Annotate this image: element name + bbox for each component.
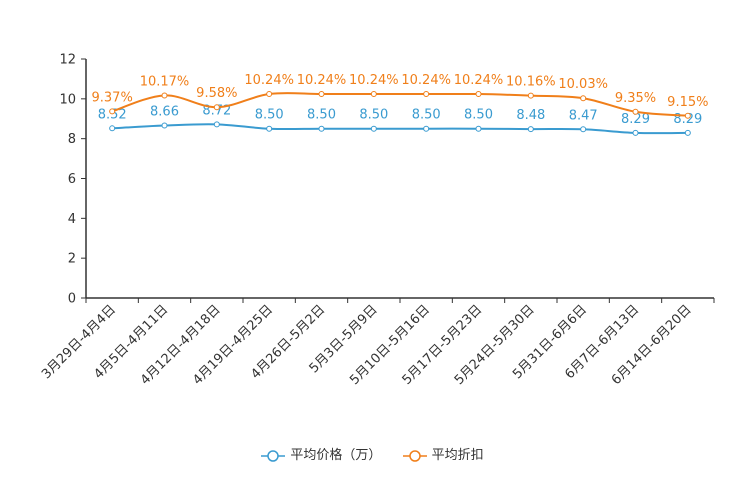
- data-label-price: 8.29: [621, 112, 650, 127]
- data-label-price: 8.50: [255, 108, 284, 123]
- data-point-discount[interactable]: [423, 91, 430, 98]
- data-label-price: 8.50: [412, 108, 441, 123]
- data-point-discount[interactable]: [632, 108, 639, 115]
- data-point-price[interactable]: [475, 125, 482, 132]
- legend-marker-price: [261, 449, 286, 462]
- data-label-discount: 10.24%: [454, 73, 504, 88]
- data-point-discount[interactable]: [475, 91, 482, 98]
- data-label-price: 8.66: [150, 105, 179, 120]
- data-point-price[interactable]: [684, 129, 691, 136]
- data-label-discount: 10.24%: [244, 73, 294, 88]
- series-line-price: [112, 123, 688, 135]
- data-label-price: 8.47: [569, 108, 598, 123]
- data-point-discount[interactable]: [109, 108, 116, 115]
- data-point-price[interactable]: [580, 126, 587, 133]
- legend-label-price: 平均价格（万）: [290, 448, 382, 463]
- data-label-discount: 10.16%: [506, 75, 556, 90]
- legend-marker-discount: [402, 449, 427, 462]
- y-tick-label: 2: [68, 252, 76, 267]
- y-tick-label: 0: [68, 292, 76, 307]
- data-point-price[interactable]: [318, 125, 325, 132]
- data-label-discount: 10.24%: [349, 73, 399, 88]
- data-point-discount[interactable]: [684, 112, 691, 119]
- data-label-discount: 10.24%: [297, 73, 347, 88]
- data-label-discount: 10.24%: [401, 73, 451, 88]
- data-point-price[interactable]: [423, 125, 430, 132]
- legend: 平均价格（万） 平均折扣: [0, 444, 744, 463]
- y-tick-label: 6: [68, 172, 76, 187]
- data-label-discount: 10.03%: [558, 77, 608, 92]
- data-label-price: 8.50: [307, 108, 336, 123]
- legend-item-price[interactable]: 平均价格（万）: [260, 444, 381, 463]
- data-point-price[interactable]: [632, 129, 639, 136]
- data-label-discount: 9.58%: [196, 86, 237, 101]
- data-label-discount: 10.17%: [140, 74, 190, 89]
- series-line-discount: [111, 92, 688, 117]
- y-tick-label: 10: [59, 92, 76, 107]
- legend-label-discount: 平均折扣: [431, 448, 484, 463]
- y-tick-label: 8: [68, 132, 76, 147]
- data-point-discount[interactable]: [370, 91, 377, 98]
- data-point-discount[interactable]: [213, 104, 220, 111]
- data-label-price: 8.52: [98, 107, 127, 122]
- data-point-discount[interactable]: [161, 92, 168, 99]
- y-tick-label: 4: [68, 212, 76, 227]
- data-point-discount[interactable]: [266, 91, 273, 98]
- data-point-price[interactable]: [213, 121, 220, 128]
- data-point-discount[interactable]: [318, 91, 325, 98]
- y-tick-label: 12: [59, 53, 76, 68]
- data-label-price: 8.48: [516, 108, 545, 123]
- legend-item-discount[interactable]: 平均折扣: [402, 444, 484, 463]
- data-label-price: 8.50: [464, 108, 493, 123]
- data-label-price: 8.50: [359, 108, 388, 123]
- data-point-price[interactable]: [161, 122, 168, 129]
- data-label-discount: 9.35%: [615, 91, 656, 106]
- data-point-price[interactable]: [370, 125, 377, 132]
- data-point-price[interactable]: [527, 126, 534, 133]
- data-label-discount: 9.15%: [667, 95, 708, 110]
- data-point-price[interactable]: [109, 125, 116, 132]
- data-point-price[interactable]: [266, 125, 273, 132]
- data-point-discount[interactable]: [580, 95, 587, 102]
- data-point-discount[interactable]: [527, 92, 534, 99]
- data-label-discount: 9.37%: [92, 90, 133, 105]
